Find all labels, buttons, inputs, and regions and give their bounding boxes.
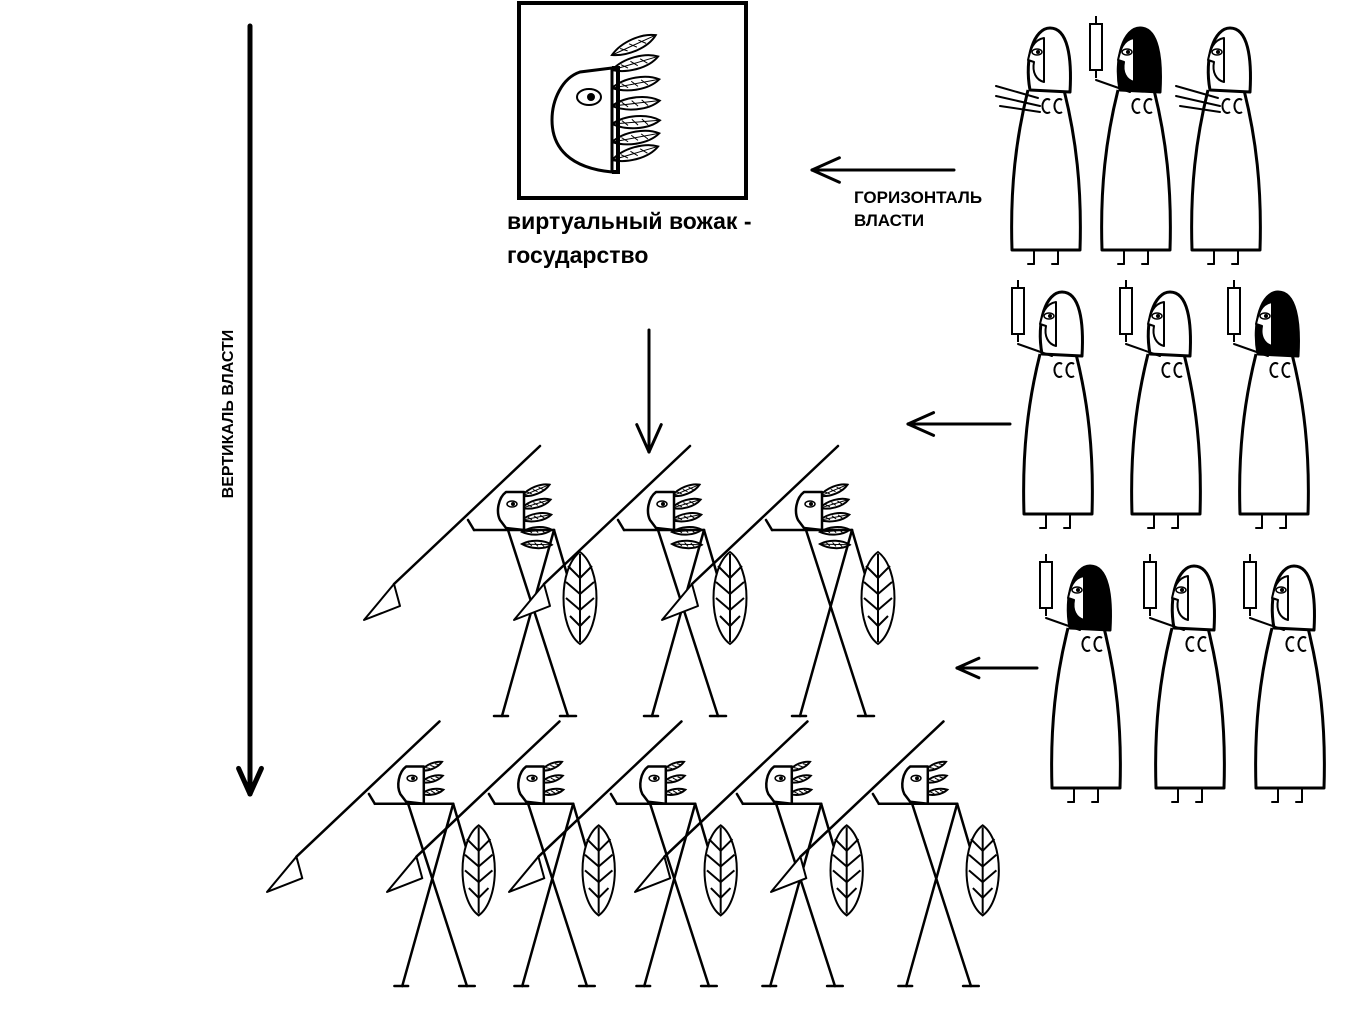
spear-icon — [267, 721, 439, 892]
priest-row-3 — [1039, 553, 1324, 802]
priest-figure-light-haired — [996, 28, 1080, 264]
warriors-group — [267, 446, 1000, 986]
vertical-power-arrow — [239, 26, 262, 794]
candle-icon — [1011, 279, 1025, 343]
priest-figure-dark-haired — [1039, 553, 1120, 802]
warrior-figure — [267, 721, 496, 986]
spear-icon — [771, 721, 943, 892]
horizontal-power-caption: ГОРИЗОНТАЛЬ ВЛАСТИ — [854, 186, 982, 232]
candle-icon — [1143, 553, 1157, 617]
priest-figure-dark-haired — [1227, 279, 1308, 528]
warrior-figure — [387, 721, 616, 986]
warrior-row-front — [364, 446, 896, 716]
shield-icon — [965, 824, 1000, 917]
candle-icon — [1119, 279, 1133, 343]
warrior-figure — [635, 721, 864, 986]
horizontal-caption-line-2: ВЛАСТИ — [854, 211, 925, 230]
priests-group — [996, 15, 1324, 802]
candle-icon — [1089, 15, 1103, 79]
priest-figure-light-haired — [1011, 279, 1092, 528]
priest-figure-light-haired — [1119, 279, 1200, 528]
shield-icon — [703, 824, 738, 917]
spear-icon — [662, 446, 838, 620]
shield-icon — [581, 824, 616, 917]
spear-icon — [514, 446, 690, 620]
virtual-leader-box — [519, 3, 746, 198]
shield-icon — [712, 551, 748, 645]
vertical-power-caption: ВЕРТИКАЛЬ ВЛАСТИ — [220, 329, 237, 499]
leader-caption-line-2: государство — [507, 242, 649, 268]
spear-icon — [387, 721, 559, 892]
spear-icon — [364, 446, 540, 620]
candle-icon — [1227, 279, 1241, 343]
candle-icon — [1243, 553, 1257, 617]
warrior-figure — [662, 446, 896, 716]
shield-icon — [461, 824, 496, 917]
warrior-figure — [509, 721, 738, 986]
warrior-figure — [771, 721, 1000, 986]
horizontal-arrow-row-1 — [812, 158, 954, 182]
leader-caption: виртуальный вожак - государство — [507, 204, 751, 272]
priest-figure-light-haired — [1143, 553, 1224, 802]
candle-icon — [1039, 553, 1053, 617]
horizontal-arrow-row-3 — [957, 658, 1037, 678]
horizontal-caption-line-1: ГОРИЗОНТАЛЬ — [854, 188, 983, 207]
spear-icon — [635, 721, 807, 892]
warrior-figure — [364, 446, 598, 716]
priest-figure-dark-haired — [1089, 15, 1170, 264]
spear-icon — [509, 721, 681, 892]
shield-icon — [860, 551, 896, 645]
power-arrows — [239, 26, 1037, 794]
leader-feather-headdress-icon — [552, 29, 662, 172]
leader-caption-line-1: виртуальный вожак - — [507, 208, 752, 234]
priest-row-2 — [1011, 279, 1308, 528]
leader-to-warriors-arrow — [637, 330, 661, 452]
priest-figure-light-haired — [1176, 28, 1260, 264]
shield-icon — [562, 551, 598, 645]
warrior-row-back — [267, 721, 1000, 986]
warrior-figure — [514, 446, 748, 716]
shield-icon — [829, 824, 864, 917]
horizontal-arrow-row-2 — [908, 413, 1010, 436]
priest-row-1 — [996, 15, 1260, 264]
priest-figure-light-haired — [1243, 553, 1324, 802]
